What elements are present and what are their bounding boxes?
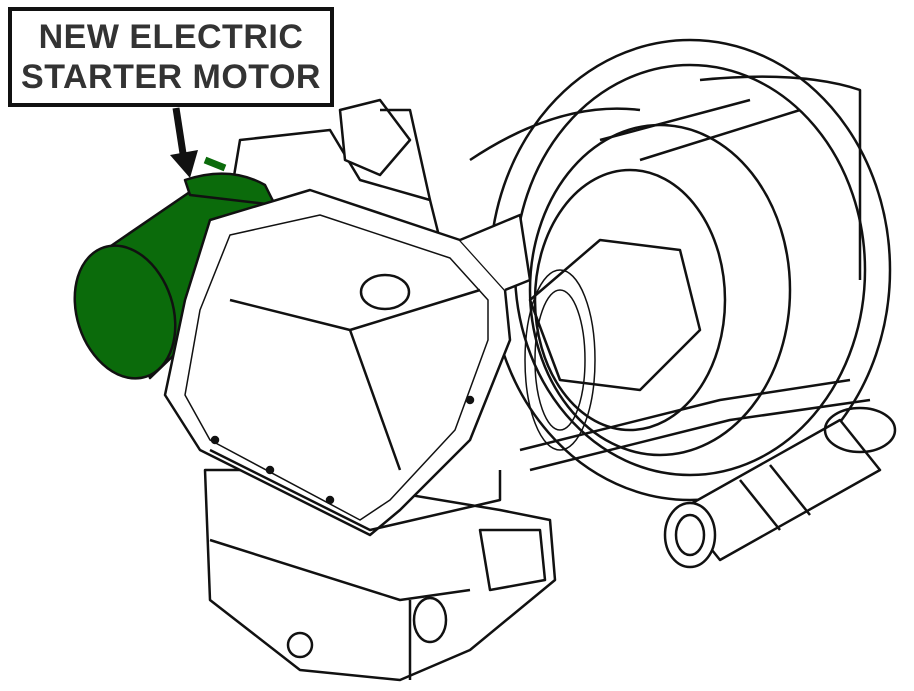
front-cover xyxy=(163,188,532,537)
callout-label: NEW ELECTRIC STARTER MOTOR xyxy=(8,7,334,107)
turbine-section xyxy=(469,38,892,502)
callout-line-1: NEW ELECTRIC xyxy=(38,18,304,56)
callout-arrow xyxy=(170,107,198,178)
exhaust-pipe xyxy=(663,406,897,569)
callout-line-2: STARTER MOTOR xyxy=(21,58,321,96)
accessory-gearbox xyxy=(203,468,557,682)
